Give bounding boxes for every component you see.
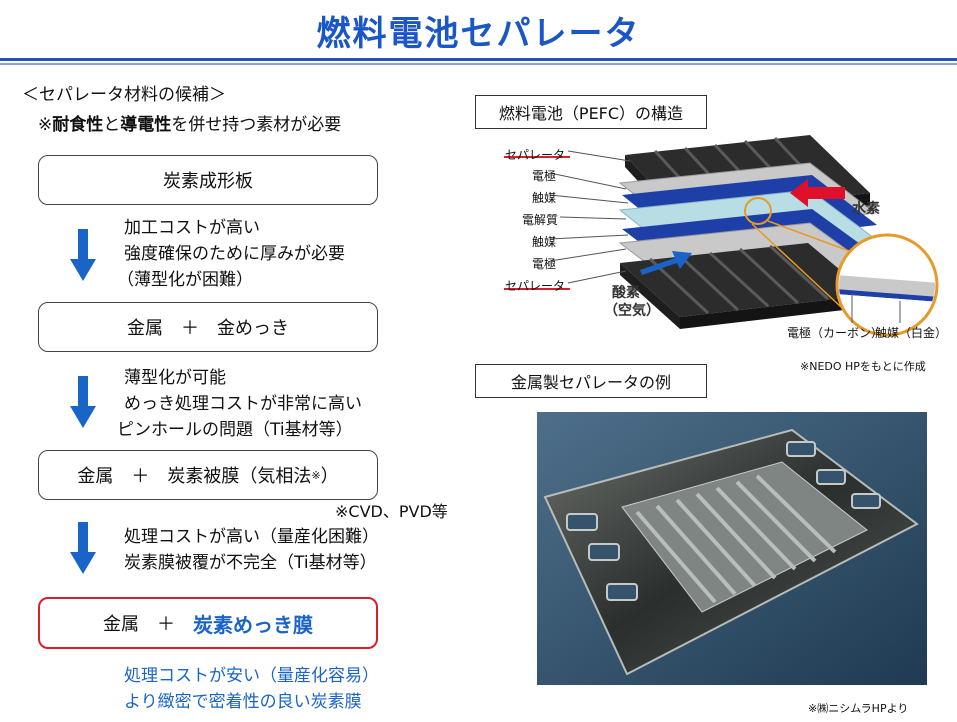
requirement-mid: と [103, 115, 121, 135]
option-box-vapor-carbon: 金属 ＋ 炭素被膜（気相法※） [38, 450, 378, 500]
label-hydrogen: 水素 [852, 201, 880, 217]
note-carbon-3: （薄型化が困難） [117, 270, 253, 290]
photo-credit: ※㈱ニシムラHPより [808, 702, 909, 715]
box4-prefix: 金属 ＋ [103, 614, 193, 635]
label-electrolyte: 電解質 [522, 213, 559, 227]
requirement-conductivity: 導電性 [120, 115, 172, 135]
note-plating-1: 処理コストが安い（量産化容易） [124, 666, 379, 686]
box3-superscript: ※ [311, 468, 321, 482]
label-catalyst-top: 触媒 [532, 191, 557, 205]
label-catalyst-bottom: 触媒 [532, 235, 557, 249]
label-zoom-electrode: 電極（カーボン） [787, 326, 884, 340]
note-carbon-2: 強度確保のために厚みが必要 [124, 244, 345, 264]
label-electrode-top: 電極 [532, 169, 557, 183]
option-box-gold-plating: 金属 ＋ 金めっき [38, 302, 378, 352]
pefc-structure-diagram [504, 135, 939, 337]
down-arrow-icon [70, 229, 96, 281]
label-separator-bottom: セパレータ [505, 279, 566, 293]
note-gold-1: 薄型化が可能 [124, 368, 226, 388]
note-plating-2: より緻密で密着性の良い炭素膜 [124, 692, 362, 712]
option-box-carbon-plating: 金属 ＋ 炭素めっき膜 [38, 597, 378, 649]
requirement-note: ※耐食性と導電性を併せ持つ素材が必要 [38, 112, 341, 138]
label-separator-top: セパレータ [505, 148, 566, 162]
requirement-suffix: を併せ持つ素材が必要 [171, 115, 342, 135]
title-rule-thin [0, 63, 957, 65]
diagram-caption: 燃料電池（PEFC）の構造 [475, 95, 707, 129]
requirement-prefix: ※ [38, 115, 53, 135]
option-box-carbon-plate: 炭素成形板 [38, 155, 378, 205]
footnote-cvd-pvd: ※CVD、PVD等 [335, 502, 448, 521]
box4-highlight: 炭素めっき膜 [193, 612, 313, 637]
metal-separator-photo [537, 412, 927, 685]
candidates-heading: ＜セパレータ材料の候補＞ [22, 85, 226, 105]
down-arrow-icon [70, 376, 96, 428]
requirement-corrosion: 耐食性 [52, 115, 104, 135]
note-gold-3: ピンホールの問題（Ti基材等） [117, 420, 353, 440]
note-carbon-1: 加工コストが高い [124, 218, 260, 238]
box3-label: 金属 ＋ 炭素被膜（気相法 [77, 466, 312, 487]
note-vapor-1: 処理コストが高い（量産化困難） [124, 527, 379, 547]
diagram-credit: ※NEDO HPをもとに作成 [800, 360, 926, 373]
box3-close: ） [320, 466, 339, 487]
label-electrode-bottom: 電極 [532, 257, 557, 271]
note-vapor-2: 炭素膜被覆が不完全（Ti基材等） [124, 553, 377, 573]
down-arrow-icon [70, 522, 96, 574]
photo-caption: 金属製セパレータの例 [475, 364, 707, 398]
label-oxygen: 酸素 [612, 285, 640, 301]
label-air: （空気） [604, 303, 660, 319]
label-zoom-catalyst: 触媒（白金） [875, 326, 948, 340]
title-rule [0, 58, 957, 61]
note-gold-2: めっき処理コストが非常に高い [124, 394, 362, 414]
page-title: 燃料電池セパレータ [316, 14, 641, 54]
